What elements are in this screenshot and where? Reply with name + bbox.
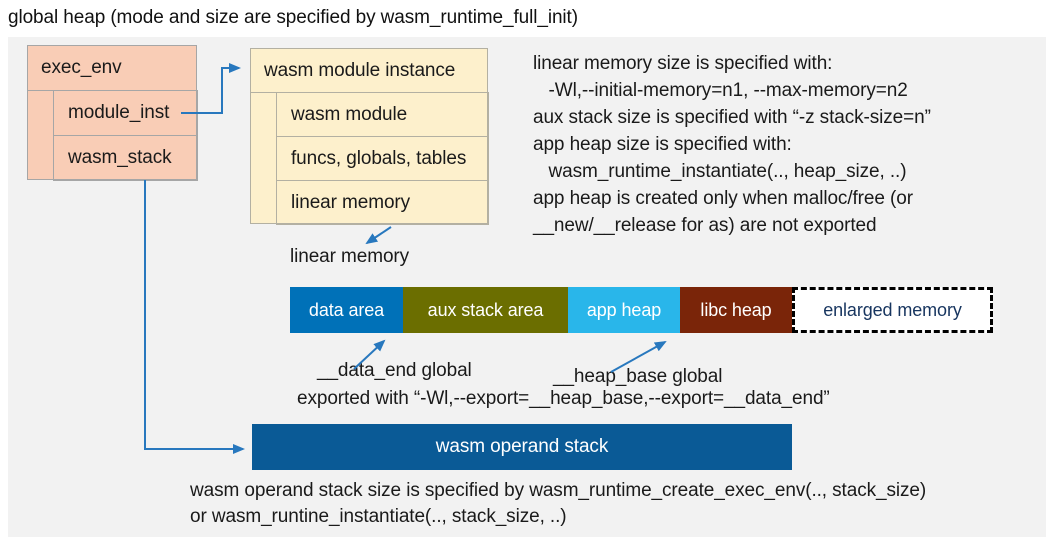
exec-env-row-module-inst: module_inst bbox=[53, 90, 198, 136]
note-line: wasm operand stack size is specified by … bbox=[190, 480, 927, 501]
segment-libc-heap: libc heap bbox=[680, 287, 792, 333]
wasm-operand-stack-bar: wasm operand stack bbox=[252, 424, 792, 470]
note-line: app heap size is specified with: bbox=[533, 134, 792, 155]
data-end-global-label: __data_end global bbox=[317, 360, 472, 381]
module-instance-row-linear-memory: linear memory bbox=[276, 180, 489, 225]
wasm-module-instance-box: wasm module instance wasm module funcs, … bbox=[250, 48, 489, 225]
linear-memory-label: linear memory bbox=[290, 246, 410, 267]
note-line: or wasm_runtine_instantiate(.., stack_si… bbox=[190, 506, 567, 527]
segment-data-area: data area bbox=[290, 287, 403, 333]
segment-aux-stack-area: aux stack area bbox=[403, 287, 568, 333]
segment-app-heap: app heap bbox=[568, 287, 680, 333]
exec-env-row-wasm-stack: wasm_stack bbox=[53, 135, 198, 181]
exec-env-box: exec_env module_inst wasm_stack bbox=[27, 45, 198, 181]
note-line: linear memory size is specified with: bbox=[533, 53, 833, 74]
note-line: __new/__release for as) are not exported bbox=[533, 215, 877, 236]
segment-enlarged-memory: enlarged memory bbox=[792, 287, 993, 333]
notes-right: linear memory size is specified with: -W… bbox=[533, 50, 931, 239]
exported-with-label: exported with “-Wl,--export=__heap_base,… bbox=[297, 388, 830, 409]
note-line: aux stack size is specified with “-z sta… bbox=[533, 107, 931, 128]
module-instance-row-funcs-globals-tables: funcs, globals, tables bbox=[276, 136, 489, 181]
module-instance-row-wasm-module: wasm module bbox=[276, 92, 489, 137]
note-line: app heap is created only when malloc/fre… bbox=[533, 188, 913, 209]
exec-env-header: exec_env bbox=[28, 46, 196, 91]
notes-bottom: wasm operand stack size is specified by … bbox=[190, 478, 926, 530]
note-line: -Wl,--initial-memory=n1, --max-memory=n2 bbox=[533, 80, 908, 101]
wasm-module-instance-header: wasm module instance bbox=[251, 49, 487, 93]
heap-base-global-label: __heap_base global bbox=[553, 366, 723, 387]
note-line: wasm_runtime_instantiate(.., heap_size, … bbox=[533, 161, 907, 182]
diagram-title: global heap (mode and size are specified… bbox=[8, 7, 578, 28]
